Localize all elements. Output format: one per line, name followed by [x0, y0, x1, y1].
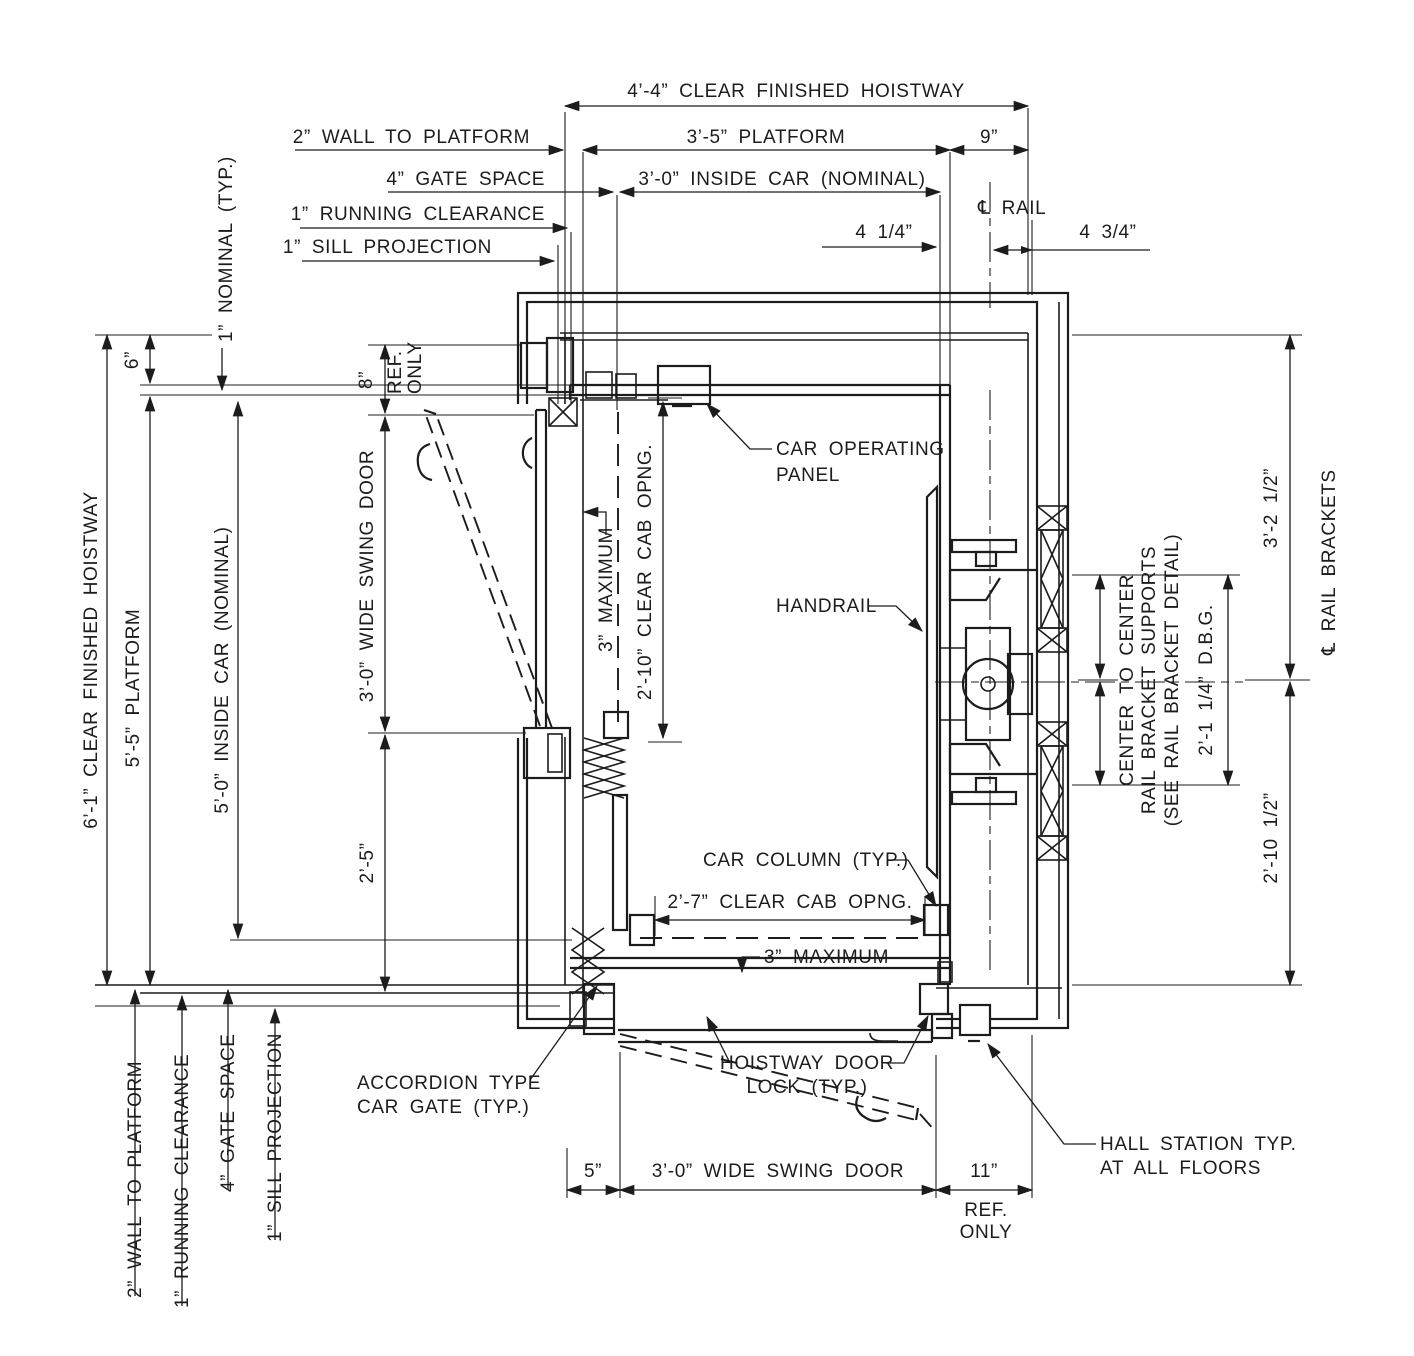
roller-guide-sling — [940, 626, 1034, 742]
label-accordion-gate-2: CAR GATE (TYP.) — [357, 1097, 529, 1118]
elevator-car — [140, 364, 952, 995]
dimensions-top: 4’-4” CLEAR FINISHED HOISTWAY 2” WALL TO… — [283, 81, 1150, 410]
label-hoistway-door-lock-2: LOCK (TYP.) — [746, 1077, 867, 1098]
dim-running-clearance-bottom: 1” RUNNING CLEARANCE — [172, 1054, 193, 1308]
dim-clear-cab-opening-left: 2’-10” CLEAR CAB OPNG. — [635, 444, 656, 700]
label-center-to-center-1: CENTER TO CENTER — [1117, 574, 1138, 786]
label-three-max-bottom: 3” MAXIMUM — [764, 947, 889, 968]
dimensions-bottom-left: 2” WALL TO PLATFORM 1” RUNNING CLEARANCE… — [125, 988, 286, 1308]
door-handle-left-open — [416, 442, 433, 482]
label-three-max-left: 3” MAXIMUM — [596, 527, 617, 652]
car-column-right — [922, 903, 950, 937]
dim-wall-to-platform-bottom: 2” WALL TO PLATFORM — [125, 1061, 146, 1298]
dim-running-clearance-top: 1” RUNNING CLEARANCE — [291, 204, 545, 225]
dim-eight-inch: 8” — [356, 371, 377, 389]
door-handle-bottom-closed — [869, 1032, 898, 1042]
hall-station-box — [958, 1003, 992, 1037]
door-handle-bottom-open — [855, 1095, 887, 1123]
dim-five-inch: 5” — [584, 1161, 602, 1182]
dim-nine-inch: 9” — [980, 127, 998, 148]
dim-two-five: 2’-5” — [357, 842, 378, 883]
dim-only-left: ONLY — [405, 341, 426, 394]
stud-wall-rail-bracket-supports — [1036, 505, 1068, 861]
label-handrail: HANDRAIL — [776, 596, 877, 617]
dim-swing-door-width: 3’-0” WIDE SWING DOOR — [652, 1161, 904, 1182]
label-hall-station-2: AT ALL FLOORS — [1100, 1158, 1261, 1179]
dim-wall-to-platform-top: 2” WALL TO PLATFORM — [293, 127, 530, 148]
dim-eleven-inch: 11” — [970, 1161, 998, 1182]
label-car-operating-panel-1: CAR OPERATING — [776, 439, 945, 460]
label-cl-rail-brackets: ℄ RAIL BRACKETS — [1319, 469, 1340, 656]
stud-x-cluster-top — [1036, 505, 1068, 653]
dimensions-left: 6’-1” CLEAR FINISHED HOISTWAY 5’-5” PLAT… — [81, 156, 534, 993]
dim-three-two-half: 3’-2 1/2” — [1261, 468, 1282, 548]
dim-six-inch: 6” — [122, 351, 143, 369]
hall-station — [958, 1003, 992, 1043]
dim-platform-height: 5’-5” PLATFORM — [123, 609, 144, 768]
dim-inside-car-height: 5’-0” INSIDE CAR (NOMINAL) — [212, 526, 233, 813]
guide-rail-assembly — [935, 390, 1243, 975]
dim-only-bottom: ONLY — [960, 1222, 1013, 1243]
dim-four-three-quarter: 4 3/4” — [1079, 222, 1136, 243]
dim-platform-width: 3’-5” PLATFORM — [687, 127, 846, 148]
label-hoistway-door-lock-1: HOISTWAY DOOR — [720, 1053, 894, 1074]
dim-gate-space-bottom: 4” GATE SPACE — [218, 1033, 239, 1192]
bottom-swing-door — [569, 961, 954, 1133]
car-column-left — [628, 913, 656, 947]
dim-clear-cab-opening-bottom: 2’-7” CLEAR CAB OPNG. — [667, 892, 912, 913]
label-center-to-center-2: RAIL BRACKET SUPPORTS — [1139, 546, 1160, 814]
label-cl-rail: ℄ RAIL — [977, 198, 1046, 219]
dim-clear-hoistway-height: 6’-1” CLEAR FINISHED HOISTWAY — [81, 491, 102, 829]
dimensions-interior: 2’-10” CLEAR CAB OPNG. 3” MAXIMUM 2’-7” … — [582, 397, 927, 974]
dim-two-ten-half: 2’-10 1/2” — [1261, 792, 1282, 883]
dimensions-right: 3’-2 1/2” ℄ RAIL BRACKETS 2’-10 1/2” CEN… — [1072, 333, 1340, 987]
dim-clear-hoistway-width: 4’-4” CLEAR FINISHED HOISTWAY — [627, 81, 965, 102]
label-car-column: CAR COLUMN (TYP.) — [703, 850, 909, 871]
label-car-operating-panel-2: PANEL — [776, 465, 840, 486]
dimensions-bottom: 5” 3’-0” WIDE SWING DOOR 11” REF. ONLY — [565, 1035, 1034, 1243]
door-handle-left-closed — [521, 436, 533, 470]
dim-swing-door-height: 3’-0” WIDE SWING DOOR — [357, 450, 378, 702]
label-hall-station-1: HALL STATION TYP. — [1100, 1134, 1297, 1155]
stud-x-cluster-bottom — [1036, 721, 1068, 861]
dim-one-nominal: 1” NOMINAL (TYP.) — [216, 156, 237, 342]
guide-rail-bottom — [948, 742, 1036, 806]
dim-dbg: 2’-1 1/4” D.B.G. — [1196, 604, 1217, 756]
hoistway-walls — [95, 245, 1070, 1034]
dim-ref-left: REF. — [385, 350, 406, 394]
label-accordion-gate-1: ACCORDION TYPE — [357, 1073, 541, 1094]
annotations: CAR OPERATING PANEL HANDRAIL CAR COLUMN … — [357, 403, 1297, 1179]
left-swing-door — [416, 336, 578, 780]
dim-four-one-quarter: 4 1/4” — [855, 222, 912, 243]
hoistway-door-lock-right — [918, 961, 954, 1040]
dim-ref-bottom: REF. — [964, 1200, 1008, 1221]
dim-gate-space-top: 4” GATE SPACE — [386, 169, 545, 190]
label-center-to-center-3: (SEE RAIL BRACKET DETAIL) — [1162, 534, 1183, 827]
dim-inside-car-width: 3’-0” INSIDE CAR (NOMINAL) — [638, 169, 925, 190]
dim-sill-projection-bottom: 1” SILL PROJECTION — [265, 1033, 286, 1242]
guide-rail-top — [948, 538, 1036, 602]
dim-sill-projection-top: 1” SILL PROJECTION — [283, 237, 492, 258]
handrail-bar — [925, 484, 939, 880]
accordion-gate-folded-left — [581, 710, 630, 799]
car-operating-panel-box — [656, 364, 712, 406]
